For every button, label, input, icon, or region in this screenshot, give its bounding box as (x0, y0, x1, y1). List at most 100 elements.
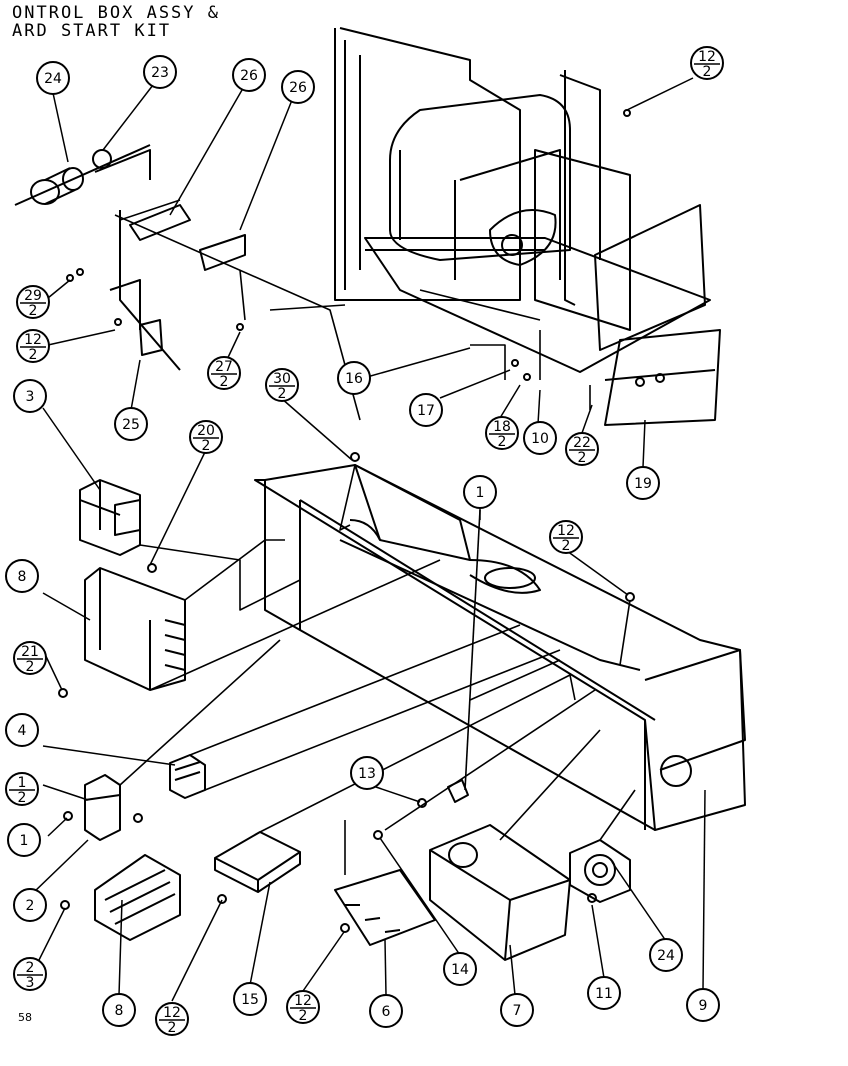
callout-circle (485, 416, 519, 450)
callout-part-number: 12 (24, 332, 42, 348)
callout-circle (686, 988, 720, 1022)
callout-circle (207, 356, 241, 390)
part-callout: 4 (5, 713, 39, 747)
part-callout: 122 (286, 990, 320, 1024)
callout-part-number: 6 (382, 1004, 391, 1020)
callout-part-number: 29 (24, 288, 42, 304)
part-callout: 23 (13, 957, 47, 991)
callout-quantity: 2 (578, 450, 587, 466)
callout-circle (337, 361, 371, 395)
part-callout: 14 (443, 952, 477, 986)
callout-part-number: 12 (163, 1005, 181, 1021)
callout-circle (265, 368, 299, 402)
callout-circle (409, 393, 443, 427)
callout-part-number: 24 (657, 948, 675, 964)
callout-part-number: 23 (151, 65, 169, 81)
callout-part-number: 25 (122, 417, 140, 433)
callout-part-number: 26 (240, 68, 258, 84)
callout-circle (626, 466, 660, 500)
part-callout: 17 (409, 393, 443, 427)
callout-circle (143, 55, 177, 89)
callout-circle (155, 1002, 189, 1036)
callout-circle (232, 58, 266, 92)
part-callout: 15 (233, 982, 267, 1016)
callout-part-number: 22 (573, 435, 591, 451)
callout-quantity: 2 (26, 659, 35, 675)
callout-part-number: 27 (215, 359, 233, 375)
callout-circle (443, 952, 477, 986)
callout-circle (549, 520, 583, 554)
part-callout: 24 (649, 938, 683, 972)
part-callout: 26 (281, 70, 315, 104)
callout-part-number: 24 (44, 71, 62, 87)
callout-part-number: 30 (273, 371, 291, 387)
part-callout: 8 (5, 559, 39, 593)
assembly-lines (114, 199, 636, 875)
callout-circle (565, 432, 599, 466)
part-callout: 6 (369, 994, 403, 1028)
callout-circle (36, 61, 70, 95)
callout-part-number: 17 (417, 403, 435, 419)
callout-quantity: 2 (202, 438, 211, 454)
control-box (254, 464, 746, 831)
page-code: 58 (18, 1011, 32, 1024)
callout-part-number: 9 (699, 998, 708, 1014)
cover-box-part (429, 824, 571, 961)
callout-quantity: 2 (29, 347, 38, 363)
callout-part-number: 15 (241, 992, 259, 1008)
part-callout: 222 (565, 432, 599, 466)
small-relay-part (169, 754, 206, 799)
callout-circle (102, 993, 136, 1027)
part-callout: 212 (13, 641, 47, 675)
callout-circle (233, 982, 267, 1016)
part-callout: 302 (265, 368, 299, 402)
part-callout: 122 (155, 1002, 189, 1036)
callout-circle (350, 756, 384, 790)
callout-quantity: 2 (29, 303, 38, 319)
callout-quantity: 2 (498, 434, 507, 450)
control-board-part (84, 567, 186, 691)
callout-circle (13, 888, 47, 922)
part-callout: 13 (350, 756, 384, 790)
callout-quantity: 2 (168, 1020, 177, 1036)
callout-circle (7, 823, 41, 857)
callout-part-number: 19 (634, 476, 652, 492)
callout-circle (523, 421, 557, 455)
bracket-part (14, 144, 246, 271)
callout-circle (587, 976, 621, 1010)
part-callout: 16 (337, 361, 371, 395)
callout-circle (286, 990, 320, 1024)
callout-quantity: 2 (220, 374, 229, 390)
callout-circle (189, 420, 223, 454)
callout-part-number: 3 (26, 389, 35, 405)
callout-quantity: 2 (278, 386, 287, 402)
callout-part-number: 8 (115, 1003, 124, 1019)
part-callout: 122 (549, 520, 583, 554)
part-callout: 122 (16, 329, 50, 363)
callout-part-number: 2 (26, 898, 35, 914)
callout-part-number: 8 (18, 569, 27, 585)
callout-part-number: 14 (451, 962, 469, 978)
callout-quantity: 2 (18, 790, 27, 806)
callout-circle (5, 713, 39, 747)
callout-part-number: 20 (197, 423, 215, 439)
callout-circle (690, 46, 724, 80)
diagram-title-line-1: ONTROL BOX ASSY & (12, 3, 220, 23)
callout-part-number: 1 (20, 833, 29, 849)
callout-circle (16, 329, 50, 363)
callout-quantity: 2 (562, 538, 571, 554)
part-callout: 202 (189, 420, 223, 454)
part-callout: 26 (232, 58, 266, 92)
callout-circle (649, 938, 683, 972)
start-relay-part (84, 774, 121, 841)
callout-circle (13, 641, 47, 675)
callout-circle (114, 407, 148, 441)
callout-circle (500, 993, 534, 1027)
screw-parts (58, 109, 635, 933)
part-callout: 1 (7, 823, 41, 857)
callout-circle (463, 475, 497, 509)
callout-part-number: 11 (595, 986, 613, 1002)
callout-part-number: 18 (493, 419, 511, 435)
callout-circle (5, 559, 39, 593)
